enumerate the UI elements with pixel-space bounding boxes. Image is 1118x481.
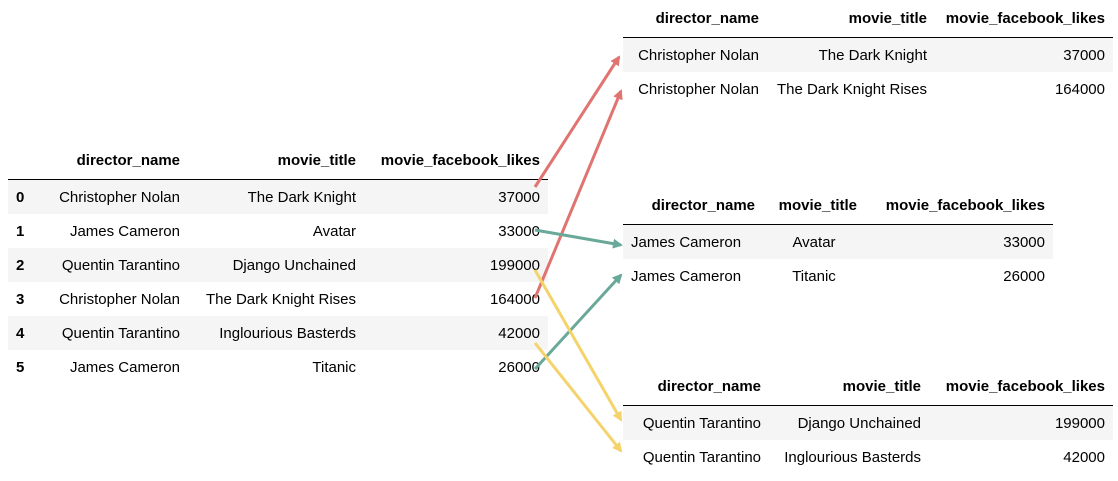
column-header-title: movie_title: [769, 368, 929, 406]
row-index: 2: [16, 256, 25, 274]
table-row: James Cameron Titanic 26000: [623, 259, 1053, 293]
likes-cell: 26000: [498, 358, 540, 376]
title-cell: Avatar: [792, 233, 836, 251]
likes-cell: 199000: [489, 256, 540, 274]
director-cell: Quentin Tarantino: [61, 256, 180, 274]
column-header-likes: movie_facebook_likes: [865, 187, 1053, 225]
title-cell: Titanic: [312, 358, 356, 376]
director-cell: James Cameron: [631, 267, 742, 285]
header-row: director_name movie_title movie_facebook…: [623, 187, 1053, 225]
director-cell: James Cameron: [69, 222, 180, 240]
title-cell: The Dark Knight: [247, 188, 356, 206]
column-header-director: director_name: [42, 142, 188, 180]
group-table-nolan: director_name movie_title movie_facebook…: [623, 0, 1113, 106]
likes-cell: 42000: [1063, 448, 1105, 466]
likes-cell: 37000: [1063, 46, 1105, 64]
table-row: James Cameron Avatar 33000: [623, 224, 1053, 259]
column-header-likes: movie_facebook_likes: [364, 142, 548, 180]
table-row: 1 James Cameron Avatar 33000: [8, 214, 548, 248]
title-cell: The Dark Knight: [818, 46, 927, 64]
column-header-title: movie_title: [763, 187, 865, 225]
title-cell: Django Unchained: [232, 256, 356, 274]
header-row: director_name movie_title movie_facebook…: [623, 368, 1113, 406]
row-index: 3: [16, 290, 25, 308]
row-index: 4: [16, 324, 25, 342]
likes-cell: 42000: [498, 324, 540, 342]
director-cell: Christopher Nolan: [638, 80, 759, 98]
group-table-tarantino: director_name movie_title movie_facebook…: [623, 368, 1113, 474]
table-row: Quentin Tarantino Django Unchained 19900…: [623, 405, 1113, 440]
column-header-likes: movie_facebook_likes: [935, 0, 1113, 38]
column-header-likes: movie_facebook_likes: [929, 368, 1113, 406]
table-row: 0 Christopher Nolan The Dark Knight 3700…: [8, 179, 548, 214]
likes-cell: 199000: [1054, 414, 1105, 432]
title-cell: Inglourious Basterds: [784, 448, 921, 466]
director-cell: Quentin Tarantino: [642, 414, 761, 432]
likes-cell: 37000: [498, 188, 540, 206]
table-row: 3 Christopher Nolan The Dark Knight Rise…: [8, 282, 548, 316]
title-cell: Django Unchained: [797, 414, 921, 432]
table-row: 4 Quentin Tarantino Inglourious Basterds…: [8, 316, 548, 350]
likes-cell: 26000: [1003, 267, 1045, 285]
index-header: [8, 142, 42, 180]
likes-cell: 164000: [1054, 80, 1105, 98]
title-cell: The Dark Knight Rises: [776, 80, 927, 98]
director-cell: Quentin Tarantino: [61, 324, 180, 342]
header-row: director_name movie_title movie_facebook…: [623, 0, 1113, 38]
column-header-director: director_name: [623, 0, 767, 38]
likes-cell: 33000: [1003, 233, 1045, 251]
row-index: 0: [16, 188, 25, 206]
title-cell: Inglourious Basterds: [219, 324, 356, 342]
column-header-director: director_name: [623, 187, 763, 225]
title-cell: The Dark Knight Rises: [205, 290, 356, 308]
title-cell: Avatar: [312, 222, 356, 240]
table-row: Christopher Nolan The Dark Knight 37000: [623, 37, 1113, 72]
column-header-director: director_name: [623, 368, 769, 406]
table-row: Quentin Tarantino Inglourious Basterds 4…: [623, 440, 1113, 474]
header-row: director_name movie_title movie_facebook…: [8, 142, 548, 180]
row-index: 5: [16, 358, 25, 376]
column-header-title: movie_title: [188, 142, 364, 180]
likes-cell: 33000: [498, 222, 540, 240]
source-dataframe: director_name movie_title movie_facebook…: [8, 142, 548, 384]
column-header-title: movie_title: [767, 0, 935, 38]
director-cell: Christopher Nolan: [59, 188, 180, 206]
director-cell: Quentin Tarantino: [642, 448, 761, 466]
row-index: 1: [16, 222, 25, 240]
likes-cell: 164000: [489, 290, 540, 308]
director-cell: James Cameron: [631, 233, 742, 251]
director-cell: Christopher Nolan: [638, 46, 759, 64]
table-row: Christopher Nolan The Dark Knight Rises …: [623, 72, 1113, 106]
director-cell: Christopher Nolan: [59, 290, 180, 308]
table-row: 2 Quentin Tarantino Django Unchained 199…: [8, 248, 548, 282]
title-cell: Titanic: [792, 267, 836, 285]
director-cell: James Cameron: [69, 358, 180, 376]
group-table-cameron: director_name movie_title movie_facebook…: [623, 187, 1053, 293]
table-row: 5 James Cameron Titanic 26000: [8, 350, 548, 384]
